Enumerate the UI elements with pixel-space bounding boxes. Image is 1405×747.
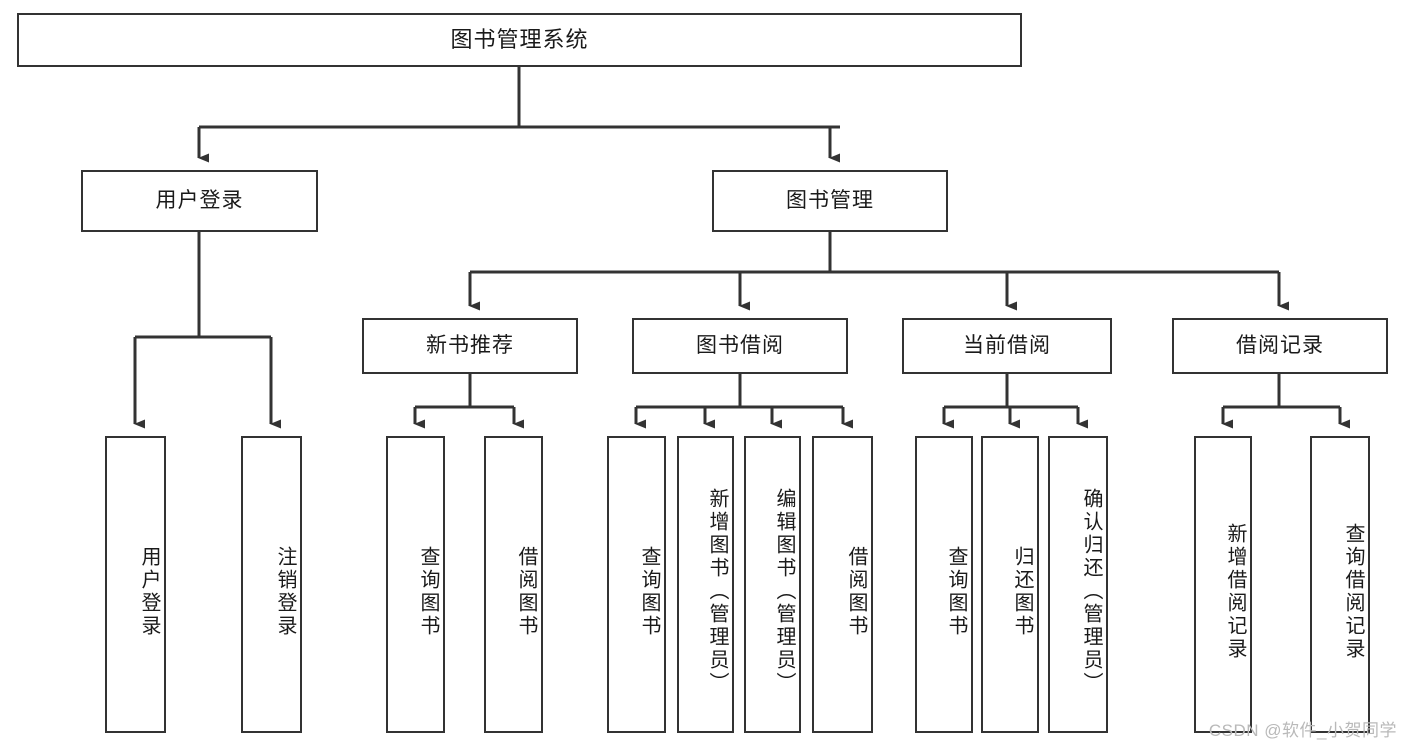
leaf-add-book-admin[interactable]: 新增图书（管理员） — [677, 436, 734, 733]
leaf-label: 借阅图书 — [515, 545, 537, 638]
csdn-watermark: CSDN @软件_小贺同学 — [1208, 721, 1397, 740]
leaf-label: 查询借阅记录 — [1342, 522, 1364, 661]
leaf-label: 查询图书 — [945, 545, 967, 638]
leaf-user-login[interactable]: 用户登录 — [105, 436, 166, 733]
leaf-label: 查询图书 — [638, 545, 660, 638]
leaf-add-borrow-record[interactable]: 新增借阅记录 — [1194, 436, 1252, 733]
leaf-borrow-book-recommend[interactable]: 借阅图书 — [484, 436, 543, 733]
leaf-label: 确认归还（管理员） — [1080, 488, 1102, 695]
leaf-query-book-recommend[interactable]: 查询图书 — [386, 436, 445, 733]
leaf-label: 新增图书（管理员） — [706, 488, 728, 695]
leaf-confirm-return-admin[interactable]: 确认归还（管理员） — [1048, 436, 1108, 733]
leaf-query-borrow-record[interactable]: 查询借阅记录 — [1310, 436, 1370, 733]
leaf-query-book-borrow[interactable]: 查询图书 — [607, 436, 666, 733]
leaf-borrow-book[interactable]: 借阅图书 — [812, 436, 873, 733]
leaf-label: 归还图书 — [1011, 545, 1033, 638]
leaf-label: 编辑图书（管理员） — [773, 488, 795, 695]
node-book-management[interactable]: 图书管理 — [712, 170, 948, 232]
leaf-label: 注销登录 — [274, 545, 296, 638]
node-root-system[interactable]: 图书管理系统 — [17, 13, 1022, 67]
node-new-book-recommend[interactable]: 新书推荐 — [362, 318, 578, 374]
node-user-login[interactable]: 用户登录 — [81, 170, 318, 232]
leaf-return-book[interactable]: 归还图书 — [981, 436, 1039, 733]
node-current-borrow[interactable]: 当前借阅 — [902, 318, 1112, 374]
leaf-label: 用户登录 — [138, 545, 160, 638]
leaf-edit-book-admin[interactable]: 编辑图书（管理员） — [744, 436, 801, 733]
leaf-query-book-current[interactable]: 查询图书 — [915, 436, 973, 733]
leaf-label: 借阅图书 — [845, 545, 867, 638]
node-book-borrow[interactable]: 图书借阅 — [632, 318, 848, 374]
leaf-label: 新增借阅记录 — [1224, 522, 1246, 661]
leaf-label: 查询图书 — [417, 545, 439, 638]
node-borrow-records[interactable]: 借阅记录 — [1172, 318, 1388, 374]
leaf-logout[interactable]: 注销登录 — [241, 436, 302, 733]
